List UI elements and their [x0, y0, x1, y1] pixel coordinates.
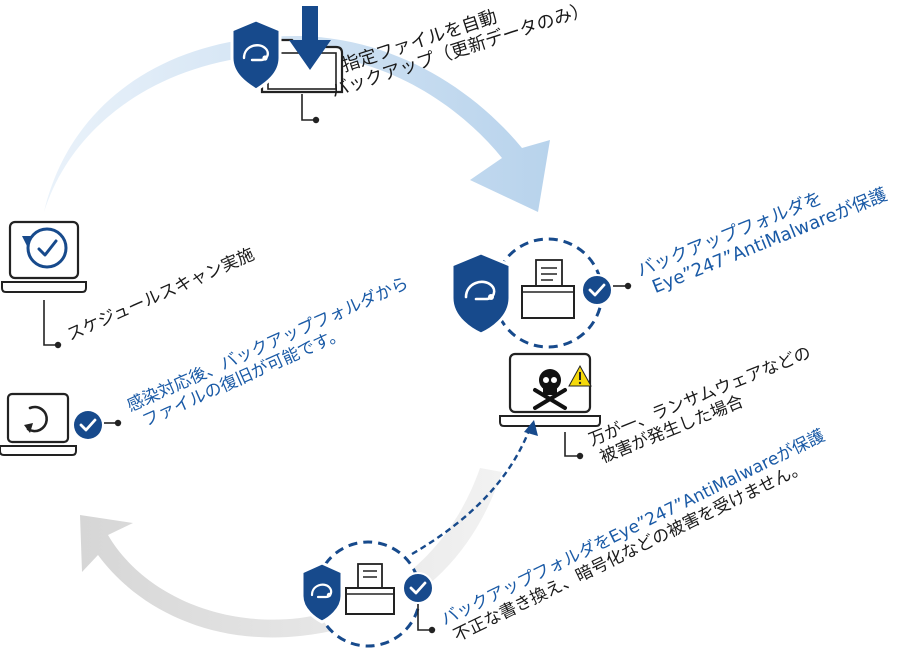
scheduled-scan-icon: [22, 227, 68, 269]
protected-backup-top: [450, 237, 613, 349]
scan-laptop: [1, 220, 87, 293]
download-arrow-icon: [289, 6, 331, 70]
restore-laptop: [0, 392, 102, 456]
check-badge-icon: [581, 274, 613, 306]
attack-arrow: [411, 427, 532, 556]
shield-icon: [300, 561, 344, 624]
laptop-icon: [6, 392, 70, 444]
check-badge-icon: [74, 411, 102, 439]
skull-crossbones-icon: [533, 369, 567, 410]
protected-backup-bottom: [300, 540, 434, 648]
backup-folder-icon: [521, 259, 575, 319]
connector-auto-backup: [301, 94, 314, 121]
connector-protect-bottom: [417, 604, 430, 631]
connector-ransomware: [564, 432, 578, 457]
restore-icon: [24, 405, 48, 433]
shield-icon: [230, 18, 282, 92]
auto-backup-icon-group: [230, 6, 344, 94]
ransomware-laptop: [499, 352, 601, 427]
check-badge-icon: [402, 572, 434, 604]
warning-icon: [568, 364, 592, 387]
cycle-arrow-top: [44, 35, 550, 212]
backup-folder-icon: [345, 563, 395, 615]
shield-icon: [450, 251, 512, 336]
connector-scan: [43, 300, 56, 346]
